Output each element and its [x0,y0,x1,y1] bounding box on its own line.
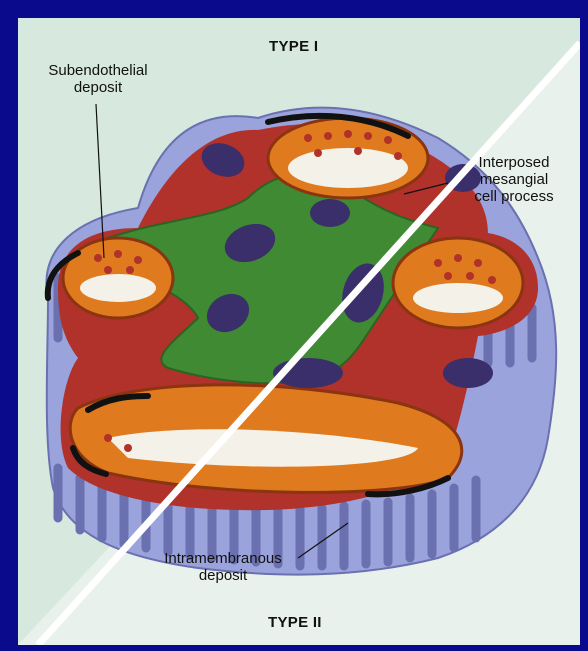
type-ii-title: TYPE II [268,614,322,631]
interposed-mesangial-label: Interposed mesangial cell process [452,154,576,205]
label-line: deposit [38,79,158,96]
glomerulonephritis-diagram: TYPE I TYPE II Subendothelial deposit In… [18,18,580,645]
intramembranous-deposit-label: Intramembranous deposit [148,550,298,584]
label-line: Subendothelial [38,62,158,79]
label-line: Interposed [452,154,576,171]
label-line: deposit [148,567,298,584]
label-line: cell process [452,188,576,205]
label-line: Intramembranous [148,550,298,567]
subendothelial-deposit-label: Subendothelial deposit [38,62,158,96]
label-line: mesangial [452,171,576,188]
type-i-title: TYPE I [269,38,318,55]
diagram-art [18,18,580,645]
